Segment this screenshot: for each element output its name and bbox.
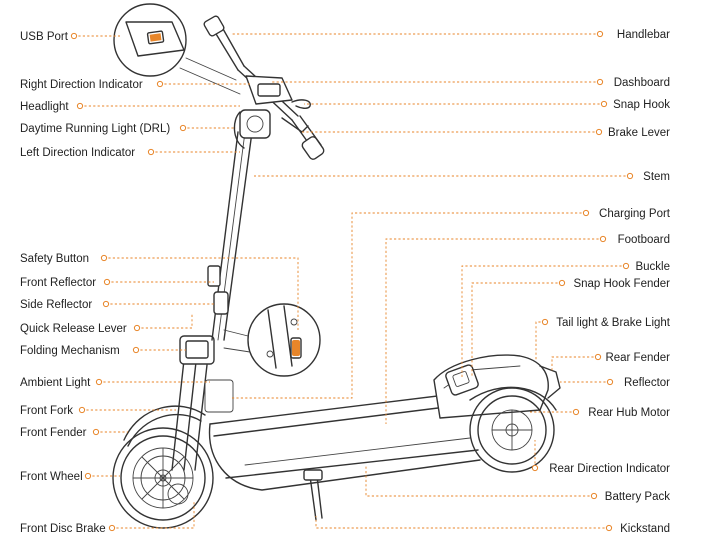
front-wheel-drawing	[112, 427, 214, 529]
label-daytime-running-light: Daytime Running Light (DRL)	[20, 123, 170, 135]
label-rear-fender: Rear Fender	[605, 352, 670, 364]
label-front-fender: Front Fender	[20, 427, 87, 439]
label-ambient-light: Ambient Light	[20, 377, 91, 389]
label-buckle: Buckle	[635, 261, 670, 273]
labels-right: Handlebar Dashboard Snap Hook Brake Leve…	[549, 29, 671, 535]
label-headlight: Headlight	[20, 101, 69, 113]
usb-port-callout	[113, 3, 241, 95]
label-side-reflector: Side Reflector	[20, 299, 92, 311]
leader-lines	[74, 33, 630, 529]
label-quick-release-lever: Quick Release Lever	[20, 323, 127, 335]
label-front-disc-brake: Front Disc Brake	[20, 523, 106, 535]
label-rear-direction-indicator: Rear Direction Indicator	[549, 463, 670, 475]
label-snap-hook: Snap Hook	[613, 99, 670, 111]
label-brake-lever: Brake Lever	[608, 127, 670, 139]
label-front-fork: Front Fork	[20, 405, 73, 417]
label-stem: Stem	[643, 171, 670, 183]
label-handlebar: Handlebar	[617, 29, 670, 41]
label-snap-hook-fender: Snap Hook Fender	[573, 278, 670, 290]
labels-left: USB Port Right Direction Indicator Headl…	[20, 31, 170, 535]
label-tail-light-brake-light: Tail light & Brake Light	[556, 317, 671, 329]
label-safety-button: Safety Button	[20, 253, 89, 265]
label-kickstand: Kickstand	[620, 523, 670, 535]
label-right-direction-indicator: Right Direction Indicator	[20, 79, 143, 91]
scooter-line-art	[112, 3, 561, 529]
label-battery-pack: Battery Pack	[605, 491, 670, 503]
label-dashboard: Dashboard	[614, 77, 670, 89]
leader-dots	[70, 30, 634, 532]
folding-mechanism-callout	[223, 303, 321, 377]
label-footboard: Footboard	[618, 234, 670, 246]
label-reflector: Reflector	[624, 377, 670, 389]
label-left-direction-indicator: Left Direction Indicator	[20, 147, 135, 159]
label-front-reflector: Front Reflector	[20, 277, 96, 289]
label-rear-hub-motor: Rear Hub Motor	[588, 407, 670, 419]
label-usb-port: USB Port	[20, 31, 69, 43]
label-folding-mechanism: Folding Mechanism	[20, 345, 120, 357]
label-charging-port: Charging Port	[599, 208, 671, 220]
label-front-wheel: Front Wheel	[20, 471, 83, 483]
